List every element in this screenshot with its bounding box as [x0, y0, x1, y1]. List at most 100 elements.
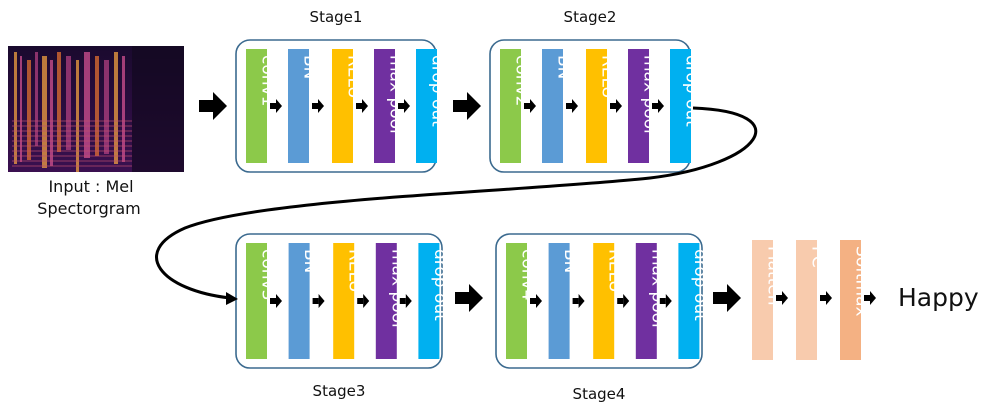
layer-block [500, 49, 521, 163]
stage-4-layer-5: drop out [678, 243, 710, 359]
head-arrow-1 [776, 291, 788, 305]
head-layer-block [752, 240, 773, 360]
stage-2: Stage2 conv2 BN RELU max pool drop out [489, 8, 702, 173]
stage-4: Stage4 conv4 BN RELU max pool drop out [495, 233, 710, 403]
head-layer-2: FC [796, 240, 828, 360]
stage-4-layer-1: conv4 [506, 243, 538, 359]
stage-3-layer-3: RELU [333, 243, 365, 359]
layer-block [333, 243, 355, 359]
output-label: Happy [898, 283, 979, 312]
layer-label: drop out [428, 55, 448, 127]
stage-4-arrow-1 [530, 294, 542, 308]
stage-2-layer-4: max pool [628, 49, 660, 163]
layer-label: max pool [647, 249, 667, 328]
stage-2-layer-2: BN [542, 49, 574, 163]
layer-block [593, 243, 615, 359]
stage-1-layer-4: max pool [374, 49, 406, 163]
stage-3-label: Stage3 [313, 382, 366, 400]
layer-label: conv2 [512, 55, 532, 106]
stage-4-layer-2: BN [548, 243, 580, 359]
layer-label: drop out [690, 249, 710, 321]
stage-1-label: Stage1 [310, 8, 363, 26]
stage-1-arrow-4 [398, 99, 410, 113]
layer-block [670, 49, 691, 163]
layer-label: BN [560, 249, 580, 273]
layer-label: conv3 [258, 249, 278, 300]
input-caption-line1: Input : Mel [48, 177, 133, 196]
head-layer-1: Flatten [752, 240, 784, 360]
stage2-to-stage3-connector [155, 106, 758, 300]
head-layer-label: Flatten [764, 246, 784, 305]
layer-label: RELU [344, 55, 364, 99]
stage-3: Stage3 conv3 BN RELU max pool drop out [235, 233, 450, 400]
layer-block [246, 243, 267, 359]
layer-block [288, 243, 310, 359]
head-arrow-3 [864, 291, 876, 305]
head-layer-block [840, 240, 861, 360]
stage-3-arrow-3 [357, 294, 370, 308]
layer-label: BN [300, 249, 320, 273]
layer-label: max pool [386, 55, 406, 134]
head-layer-label: Softmax [852, 246, 872, 317]
stage-2-layer-5: drop out [670, 49, 702, 163]
layer-label: RELU [605, 249, 625, 293]
layer-label: RELU [345, 249, 365, 293]
stage-3-arrow-1 [270, 294, 282, 308]
layer-label: conv4 [518, 249, 538, 300]
stage-1-arrow-1 [270, 99, 282, 113]
layer-block [416, 49, 437, 163]
layer-block [506, 243, 527, 359]
layer-label: RELU [598, 55, 618, 99]
layer-label: drop out [682, 55, 702, 127]
layer-block [586, 49, 607, 163]
stage-3-layer-1: conv3 [246, 243, 278, 359]
stage-1-arrow-2 [312, 99, 324, 113]
mel-spectrogram-image [8, 46, 184, 172]
layer-block [246, 49, 267, 163]
layer-block [635, 243, 657, 359]
stage-4-arrow-4 [659, 294, 672, 308]
layer-block [418, 243, 440, 359]
layer-block [375, 243, 397, 359]
stage-1-layer-1: conv1 [246, 49, 278, 163]
layer-block [548, 243, 570, 359]
arrows-group [199, 92, 876, 312]
layer-label: conv1 [258, 55, 278, 106]
stage4-to-flatten-arrow [713, 284, 741, 312]
stage-4-arrow-3 [617, 294, 630, 308]
stage-2-layer-3: RELU [586, 49, 618, 163]
stage-1-layer-3: RELU [332, 49, 364, 163]
stage3-to-stage4-arrow [455, 284, 483, 312]
classifier-head-group: Flatten FC Softmax [752, 240, 872, 360]
stage-4-label: Stage4 [573, 385, 626, 403]
stage-2-layer-1: conv2 [500, 49, 532, 163]
stage-4-layer-3: RELU [593, 243, 625, 359]
stage-2-arrow-2 [566, 99, 578, 113]
layer-block [542, 49, 563, 163]
stage-1: Stage1 conv1 BN RELU max pool drop out [235, 8, 448, 173]
stage-3-arrow-2 [312, 294, 325, 308]
stage-3-layer-4: max pool [375, 243, 407, 359]
head-arrow-2 [820, 291, 832, 305]
layer-label: drop out [430, 249, 450, 321]
layer-block [628, 49, 649, 163]
input-to-stage1-arrow [199, 92, 227, 120]
stage-2-arrow-4 [652, 99, 664, 113]
head-layer-block [796, 240, 817, 360]
layer-block [678, 243, 700, 359]
stage-1-arrow-3 [356, 99, 368, 113]
stage-2-label: Stage2 [564, 8, 617, 26]
stage1-to-stage2-arrow [453, 92, 481, 120]
stage-3-arrow-4 [399, 294, 412, 308]
stage-4-arrow-2 [572, 294, 585, 308]
head-layer-label: FC [808, 246, 828, 268]
stage-1-layer-2: BN [288, 49, 320, 163]
stage3-entry-arrowhead [226, 292, 238, 305]
layer-block [374, 49, 395, 163]
layer-label: BN [554, 55, 574, 79]
stage-4-layer-4: max pool [635, 243, 667, 359]
stage-1-layer-5: drop out [416, 49, 448, 163]
